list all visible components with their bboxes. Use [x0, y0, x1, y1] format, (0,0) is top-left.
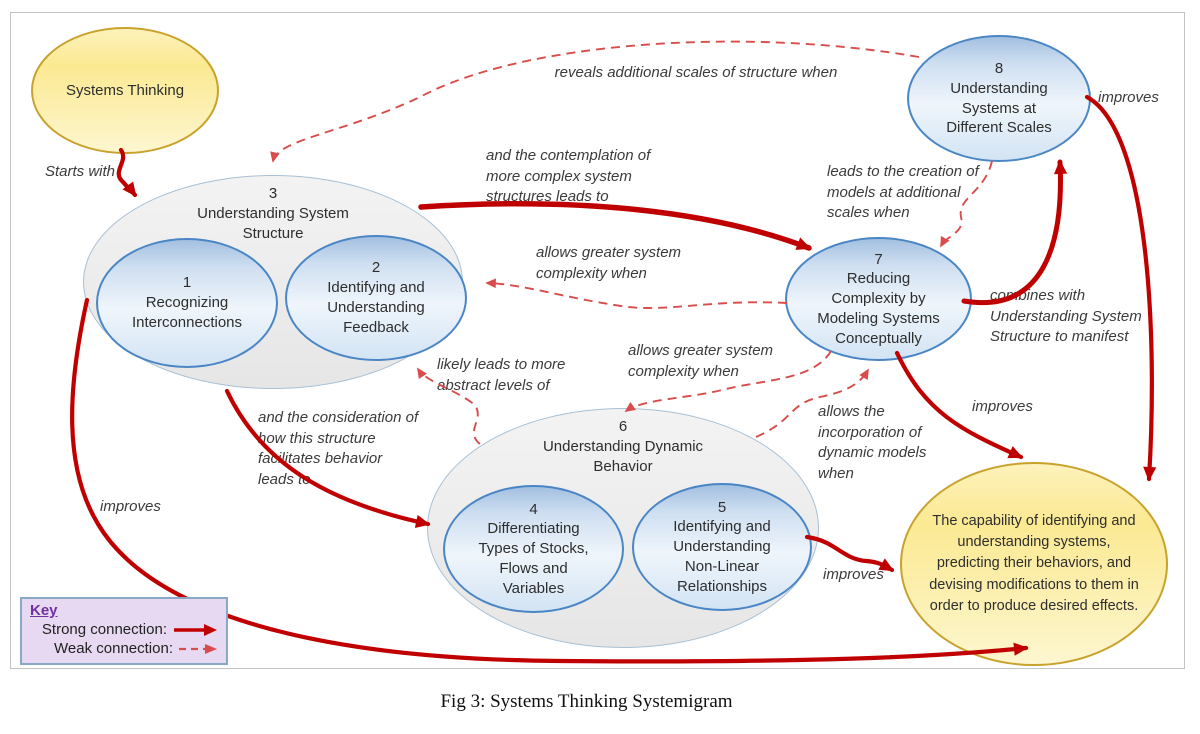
node-understanding-systems-different-scales: 8 Understanding Systems at Different Sca…	[907, 35, 1091, 162]
edge-label-consideration: and the consideration of how this struct…	[258, 409, 419, 489]
node-label: Differentiating Types of Stocks, Flows a…	[478, 520, 589, 597]
edge-label-starts-with: Starts with	[45, 163, 116, 180]
node-label: Systems Thinking	[65, 81, 185, 99]
edge-label-allows-greater-lower: allows greater system complexity when	[628, 342, 774, 380]
node-number: 2	[371, 259, 381, 277]
node-reducing-complexity-modeling: 7 Reducing Complexity by Modeling System…	[785, 237, 972, 361]
node-differentiating-stocks-flows-variables: 4 Differentiating Types of Stocks, Flows…	[443, 485, 624, 613]
node-number: 6	[618, 418, 628, 435]
node-number: 5	[717, 498, 727, 516]
figure-caption: Fig 3: Systems Thinking Systemigram	[440, 691, 733, 712]
node-number: 1	[182, 274, 192, 292]
legend-key-box: Key Strong connection: Weak connection:	[20, 597, 228, 665]
node-label: Identifying and Understanding Feedback	[327, 279, 425, 336]
edge-label-allows-incorporation: allows the incorporation of dynamic mode…	[818, 403, 927, 483]
strong-connection-label: Strong connection:	[41, 621, 167, 638]
key-title: Key	[30, 602, 58, 619]
node-capability: The capability of identifying and unders…	[900, 462, 1168, 666]
weak-connection-arrow-icon	[179, 643, 217, 654]
edge-label-improves-top-right: improves	[1098, 89, 1159, 106]
node-label: Reducing Complexity by Modeling Systems …	[817, 270, 940, 347]
edge-label-combines-with: combines with Understanding System Struc…	[990, 287, 1142, 346]
node-number: 4	[529, 500, 538, 518]
node-label: Understanding Systems at Different Scale…	[946, 79, 1052, 137]
edge-label-likely-leads: likely leads to more abstract levels of	[437, 356, 566, 394]
node-label: Recognizing Interconnections	[131, 294, 243, 331]
node-systems-thinking: Systems Thinking	[31, 27, 219, 154]
node-number: 3	[268, 185, 278, 202]
node-header: 3 Understanding System Structure	[186, 184, 361, 243]
node-label: Identifying and Understanding Non-Linear…	[673, 518, 771, 595]
node-number: 8	[994, 59, 1004, 77]
edge-label-improves-bottom: improves	[823, 566, 884, 583]
node-label: Understanding System Structure	[197, 204, 349, 242]
edge-label-improves-left: improves	[100, 498, 161, 515]
edge-label-allows-greater-upper: allows greater system complexity when	[536, 244, 682, 282]
node-identifying-nonlinear-relationships: 5 Identifying and Understanding Non-Line…	[632, 483, 812, 611]
node-label: Understanding Dynamic Behavior	[542, 437, 704, 475]
edge-label-contemplation: and the contemplation of more complex sy…	[486, 147, 651, 206]
edge-label-reveals-additional-scales: reveals additional scales of structure w…	[554, 64, 838, 81]
node-number: 7	[874, 250, 883, 268]
node-header: 6 Understanding Dynamic Behavior	[536, 417, 711, 476]
edge-label-creation-of-models: leads to the creation of models at addit…	[827, 163, 979, 222]
edge-label-improves-mid: improves	[972, 398, 1033, 415]
weak-connection-label: Weak connection:	[54, 640, 173, 657]
strong-connection-arrow-icon	[174, 623, 217, 636]
node-recognizing-interconnections: 1 Recognizing Interconnections	[96, 238, 278, 368]
node-identifying-understanding-feedback: 2 Identifying and Understanding Feedback	[285, 235, 467, 361]
node-label: The capability of identifying and unders…	[929, 513, 1139, 614]
